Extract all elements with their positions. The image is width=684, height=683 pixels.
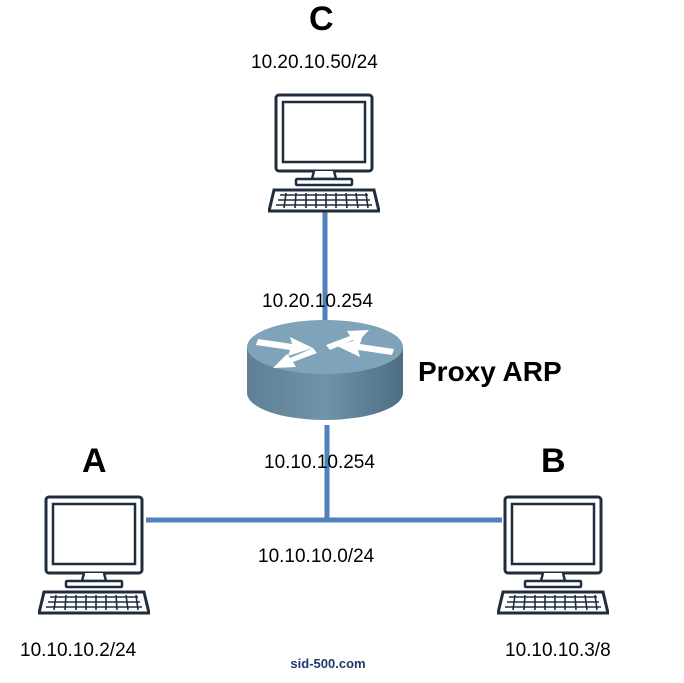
host-a-name: A xyxy=(82,442,107,480)
router-lower-ip: 10.10.10.254 xyxy=(264,452,375,473)
computer-icon-c xyxy=(268,93,380,213)
host-c-ip: 10.20.10.50/24 xyxy=(251,52,378,73)
router-upper-ip: 10.20.10.254 xyxy=(262,291,373,312)
credit-text: sid-500.com xyxy=(290,656,365,671)
host-c-name: C xyxy=(309,0,334,38)
router-label: Proxy ARP xyxy=(418,356,562,387)
computer-icon-a xyxy=(38,495,150,615)
computer-icon-b xyxy=(497,495,609,615)
host-b-name: B xyxy=(541,442,566,480)
lan-subnet: 10.10.10.0/24 xyxy=(258,546,375,567)
links xyxy=(146,212,502,523)
host-a-ip: 10.10.10.2/24 xyxy=(20,640,137,661)
host-b-ip: 10.10.10.3/8 xyxy=(505,640,611,661)
router-icon xyxy=(247,320,403,420)
